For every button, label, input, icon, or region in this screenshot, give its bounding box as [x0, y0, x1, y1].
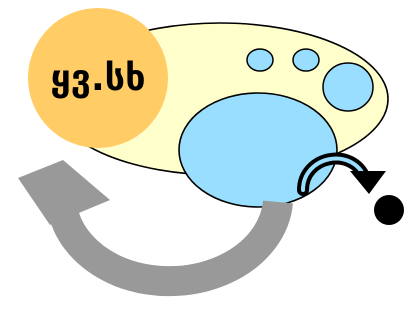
logo: ყვ.სხ [28, 8, 168, 148]
black-dot-icon [374, 195, 404, 225]
small-hole-left [246, 48, 274, 72]
logo-text: ყვ.სხ [50, 58, 145, 99]
large-bubble [178, 92, 338, 208]
circular-arrow-body [47, 200, 293, 297]
circular-arrow-head [18, 160, 110, 225]
small-hole-middle [292, 48, 320, 72]
curved-black-arrow-icon [297, 152, 386, 196]
curved-arrow-head [350, 171, 386, 194]
logo-circle [28, 8, 168, 148]
curved-arrow-inner [301, 156, 367, 192]
medium-hole-right [322, 62, 374, 112]
circular-arrow-icon [18, 160, 293, 297]
